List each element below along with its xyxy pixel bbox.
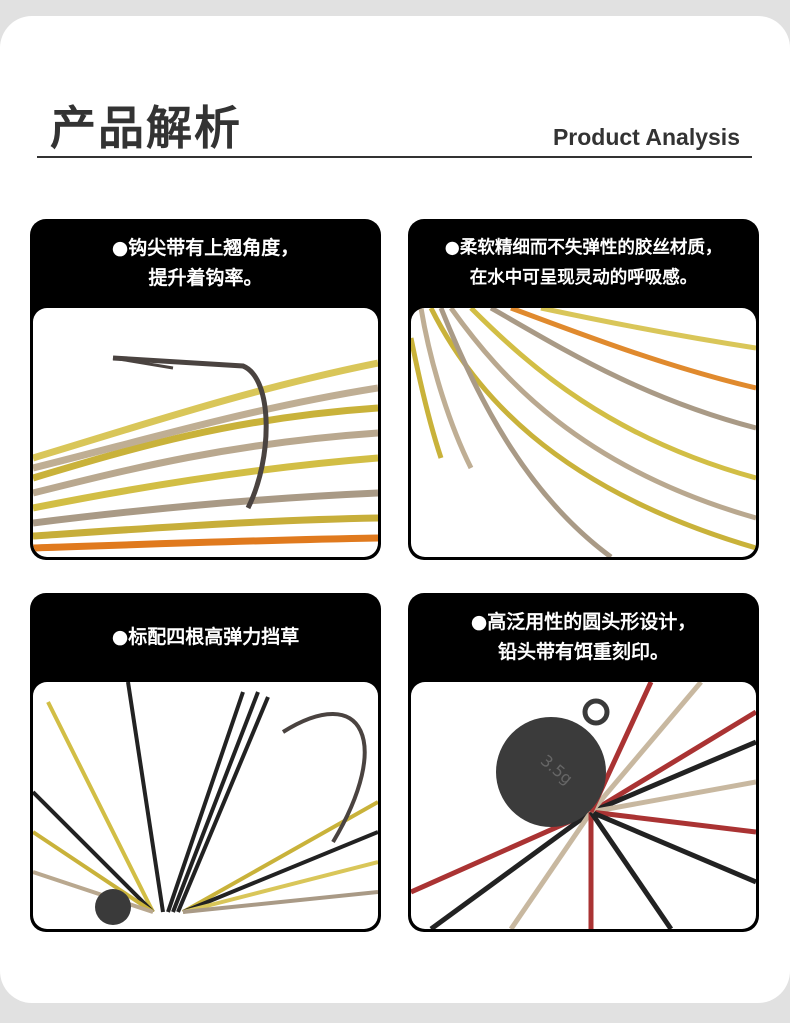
- feature-caption: ●柔软精细而不失弹性的胶丝材质， 在水中可呈现灵动的呼吸感。: [408, 219, 759, 307]
- caption-line: ●钩尖带有上翘角度，: [111, 237, 300, 259]
- caption-line: ●标配四根高弹力挡草: [111, 626, 300, 648]
- caption-line: 在水中可呈现灵动的呼吸感。: [469, 268, 698, 288]
- feature-card-weedguard: ●标配四根高弹力挡草: [30, 593, 381, 932]
- page-subtitle: Product Analysis: [552, 124, 740, 150]
- title-divider: [37, 156, 752, 158]
- jig-head-image: 3.5g: [411, 682, 756, 929]
- skirt-closeup-image: [411, 308, 756, 557]
- hook-closeup-image: [33, 308, 378, 557]
- feature-card-head: ●高泛用性的圆头形设计， 铅头带有饵重刻印。 3.5g: [408, 593, 759, 932]
- feature-card-skirt: ●柔软精细而不失弹性的胶丝材质， 在水中可呈现灵动的呼吸感。: [408, 219, 759, 560]
- caption-line: ●高泛用性的圆头形设计，: [470, 611, 697, 633]
- page-title: 产品解析: [50, 101, 242, 155]
- feature-caption: ●高泛用性的圆头形设计， 铅头带有饵重刻印。: [408, 593, 759, 681]
- caption-line: 铅头带有饵重刻印。: [497, 641, 669, 663]
- caption-line: 提升着钩率。: [148, 267, 263, 289]
- weedguard-image: [33, 682, 378, 929]
- feature-card-hook: ●钩尖带有上翘角度， 提升着钩率。: [30, 219, 381, 560]
- feature-caption: ●钩尖带有上翘角度， 提升着钩率。: [30, 219, 381, 307]
- caption-line: ●柔软精细而不失弹性的胶丝材质，: [444, 238, 723, 258]
- feature-caption: ●标配四根高弹力挡草: [30, 593, 381, 681]
